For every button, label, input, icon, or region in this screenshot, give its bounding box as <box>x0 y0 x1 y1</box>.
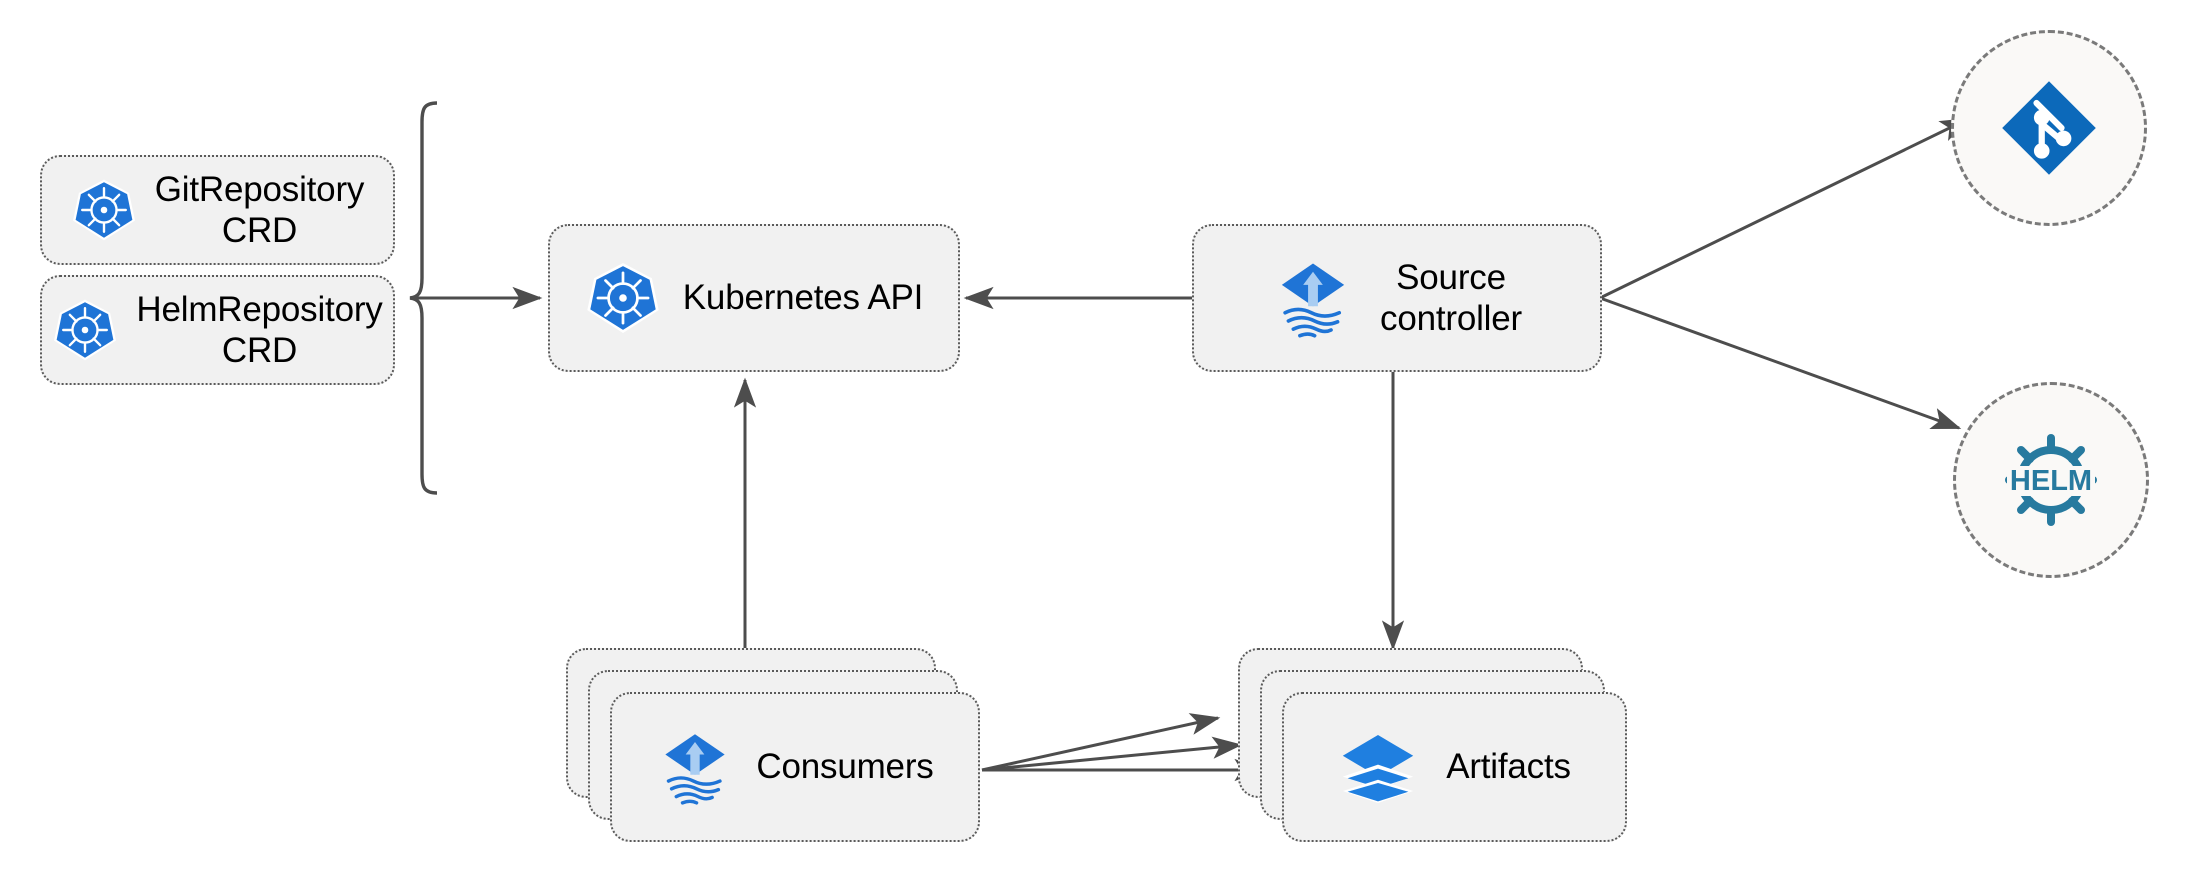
node-kubernetes-api[interactable]: Kubernetes API <box>548 224 960 372</box>
flux-icon <box>1272 257 1354 339</box>
crd-group-brace <box>409 101 438 495</box>
flux-icon <box>656 728 734 806</box>
node-source-controller[interactable]: Source controller <box>1192 224 1602 372</box>
consumers-stack-front[interactable]: Consumers <box>610 692 980 842</box>
node-label-consumers: Consumers <box>756 747 934 787</box>
edge-consumers-to-artifacts-top <box>981 713 1221 772</box>
crd-card-helmrepository[interactable]: HelmRepository CRD <box>40 275 395 385</box>
edge-source-controller-to-git <box>1599 117 1971 300</box>
crd-label-gitrepository: GitRepository CRD <box>154 169 365 250</box>
external-helm-repository[interactable]: HELM <box>1953 382 2149 578</box>
external-git-repository[interactable] <box>1951 30 2147 226</box>
layers-icon <box>1338 727 1418 807</box>
helm-icon: HELM <box>1991 420 2111 540</box>
artifacts-stack-front[interactable]: Artifacts <box>1282 692 1627 842</box>
node-label-kubernetes-api: Kubernetes API <box>682 278 924 318</box>
git-icon <box>1997 76 2101 180</box>
kubernetes-icon <box>71 177 137 243</box>
node-label-artifacts: Artifacts <box>1446 747 1571 787</box>
crd-label-helmrepository: HelmRepository CRD <box>136 289 383 370</box>
kubernetes-icon <box>52 297 118 363</box>
crd-card-gitrepository[interactable]: GitRepository CRD <box>40 155 395 265</box>
kubernetes-icon <box>585 260 661 336</box>
helm-label: HELM <box>2010 465 2092 497</box>
node-label-source-controller: Source controller <box>1380 257 1522 338</box>
edge-source-controller-to-helm <box>1599 296 1962 430</box>
edge-consumers-to-artifacts-middle <box>981 736 1243 772</box>
